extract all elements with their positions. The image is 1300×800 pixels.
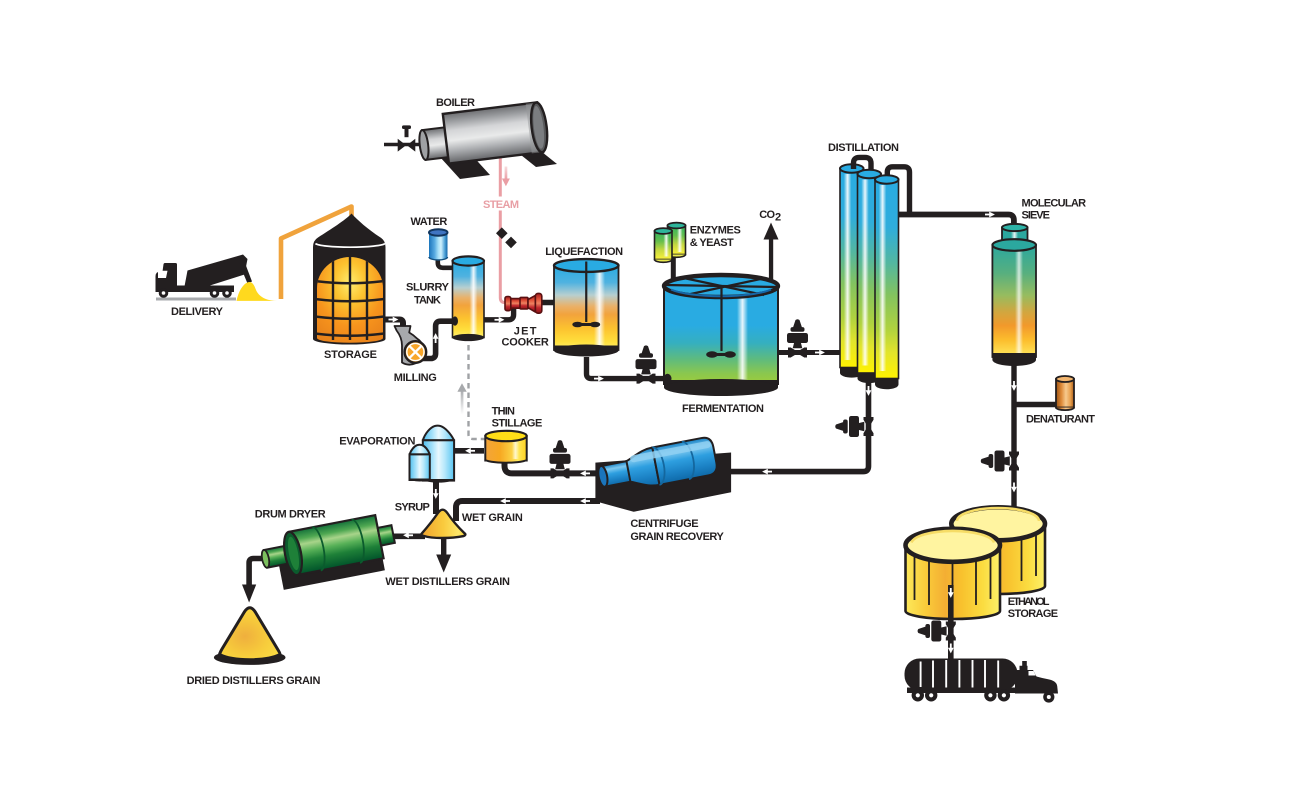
svg-text:2: 2 (775, 212, 781, 224)
svg-text:STORAGE: STORAGE (1008, 608, 1058, 620)
svg-text:SIEVE: SIEVE (1022, 210, 1051, 222)
svg-text:SYRUP: SYRUP (395, 502, 430, 514)
svg-text:WET DISTILLERS GRAIN: WET DISTILLERS GRAIN (385, 576, 510, 588)
svg-text:DISTILLATION: DISTILLATION (828, 142, 899, 154)
svg-text:BOILER: BOILER (436, 97, 475, 109)
svg-text:SLURRY: SLURRY (406, 282, 450, 294)
svg-text:DRIED DISTILLERS GRAIN: DRIED DISTILLERS GRAIN (187, 675, 321, 687)
svg-text:CENTRIFUGE: CENTRIFUGE (630, 518, 698, 530)
svg-text:ETHANOL: ETHANOL (1008, 596, 1050, 608)
svg-text:DRUM DRYER: DRUM DRYER (255, 509, 326, 521)
svg-text:EVAPORATION: EVAPORATION (339, 436, 415, 448)
svg-text:WET GRAIN: WET GRAIN (462, 512, 523, 524)
svg-text:WATER: WATER (411, 216, 448, 228)
svg-text:DENATURANT: DENATURANT (1026, 414, 1095, 426)
svg-text:COOKER: COOKER (502, 337, 549, 349)
svg-text:DELIVERY: DELIVERY (171, 306, 224, 318)
svg-text:JET: JET (514, 325, 537, 337)
svg-text:MOLECULAR: MOLECULAR (1022, 198, 1087, 210)
svg-text:TANK: TANK (414, 295, 441, 307)
svg-text:CO: CO (759, 209, 775, 221)
svg-text:MILLING: MILLING (394, 372, 437, 384)
svg-text:THIN: THIN (492, 406, 515, 418)
svg-text:ENZYMES: ENZYMES (690, 225, 741, 237)
svg-text:FERMENTATION: FERMENTATION (682, 403, 764, 415)
svg-text:LIQUEFACTION: LIQUEFACTION (545, 246, 623, 258)
svg-text:STEAM: STEAM (483, 199, 519, 211)
svg-text:STILLAGE: STILLAGE (492, 417, 543, 429)
svg-text:& YEAST: & YEAST (690, 237, 734, 249)
svg-text:GRAIN RECOVERY: GRAIN RECOVERY (630, 531, 724, 543)
svg-text:STORAGE: STORAGE (324, 349, 377, 361)
